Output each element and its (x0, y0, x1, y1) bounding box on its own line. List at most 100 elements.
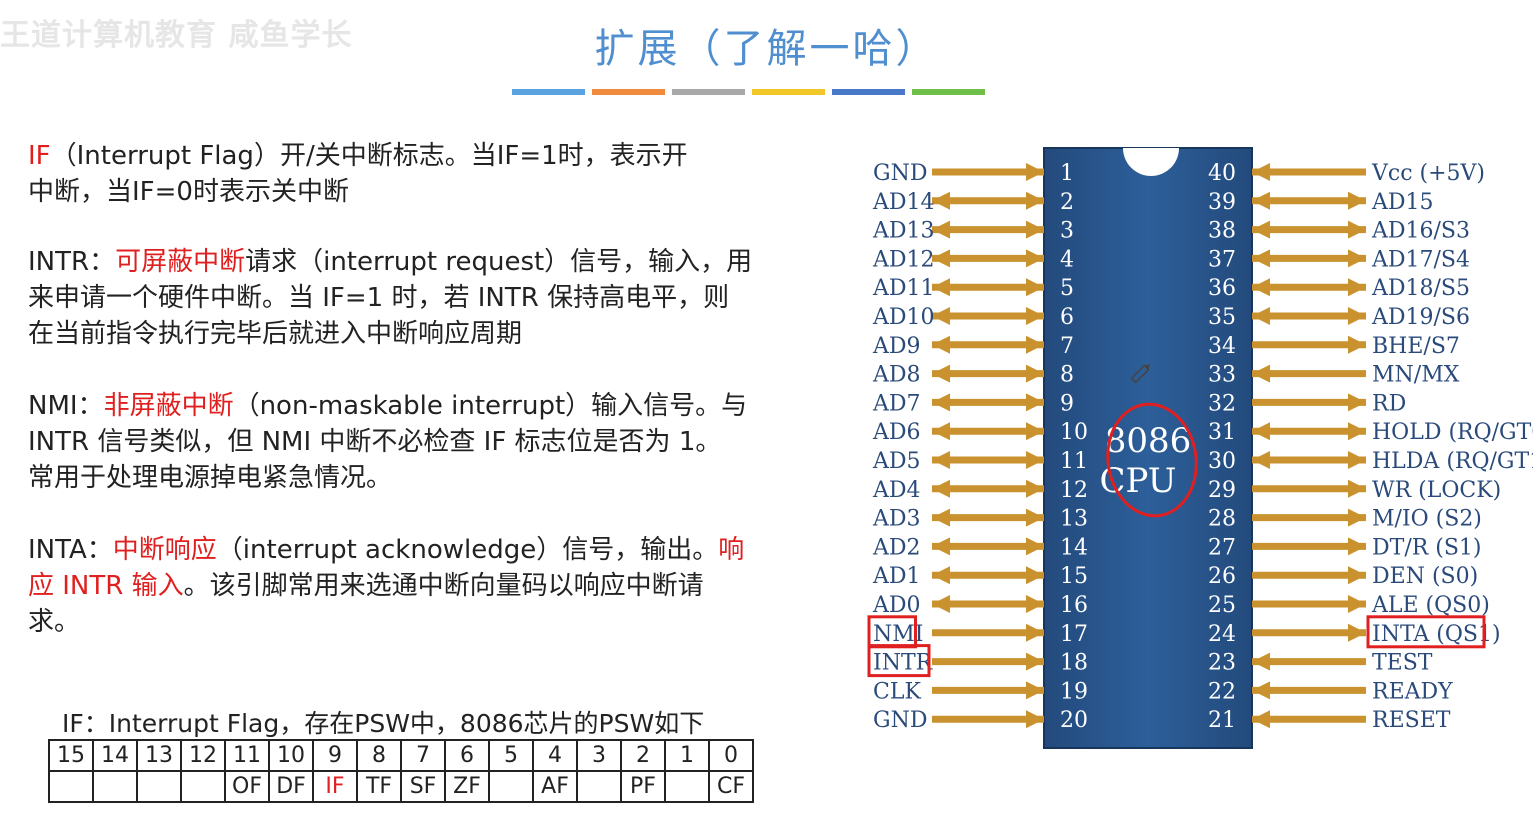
if-line1: （Interrupt Flag）开/关中断标志。当IF=1时，表示开 (50, 141, 688, 171)
inta-line1: （interrupt acknowledge）信号，输出。 (216, 535, 719, 565)
pin-label: AD0 (872, 593, 921, 618)
pin-number: 22 (1208, 679, 1236, 704)
pin-27: 27 DT/R (S1) (1208, 535, 1482, 560)
nmi-line3: 常用于处理电源掉电紧急情况。 (28, 463, 393, 493)
psw-flag-empty (48, 770, 94, 803)
psw-caption: IF：Interrupt Flag，存在PSW中，8086芯片的PSW如下 (62, 709, 705, 738)
psw-bit-9: 9 (312, 739, 358, 772)
nmi-line1: （non-maskable interrupt）输入信号。与 (233, 391, 748, 421)
pin-number: 2 (1060, 190, 1074, 215)
inta-red-a: 响 (718, 535, 745, 565)
psw-bit-8: 8 (356, 739, 402, 772)
psw-flag-empty (180, 770, 226, 803)
inta-prefix: INTA： (28, 535, 113, 565)
psw-bit-1: 1 (664, 739, 710, 772)
pin-label: AD17/S4 (1371, 247, 1470, 272)
inta-paragraph: INTA：中断响应（interrupt acknowledge）信号，输出。响 … (28, 532, 808, 640)
pin-number: 29 (1208, 478, 1236, 503)
pin-number: 31 (1208, 420, 1236, 445)
intr-prefix: INTR： (28, 247, 116, 277)
pin-label: AD7 (872, 391, 921, 416)
pin-label: AD3 (872, 507, 921, 532)
pin-label: AD4 (872, 478, 921, 503)
pin-label: AD16/S3 (1371, 219, 1470, 244)
pin-label: MN/MX (1372, 363, 1460, 388)
pin-label: INTA (QS1) (1372, 622, 1501, 647)
psw-bit-0: 0 (708, 739, 754, 772)
pin-number: 17 (1060, 622, 1088, 647)
pin-number: 1 (1060, 161, 1074, 186)
pin-label: AD1 (872, 564, 921, 589)
pin-label: AD9 (872, 334, 921, 359)
pin-38: 38 AD16/S3 (1208, 219, 1470, 244)
pin-label: DT/R (S1) (1372, 535, 1482, 560)
psw-flag-af: AF (532, 770, 578, 803)
color-bar-1 (592, 89, 665, 95)
pin-number: 20 (1060, 708, 1088, 733)
pin-number: 23 (1208, 651, 1236, 676)
psw-flag-if: IF (312, 770, 358, 803)
pin-highlight-box (1366, 615, 1486, 649)
pin-number: 18 (1060, 651, 1088, 676)
psw-bit-13: 13 (136, 739, 182, 772)
psw-flag-df: DF (268, 770, 314, 803)
psw-bit-6: 6 (444, 739, 490, 772)
psw-bit-4: 4 (532, 739, 578, 772)
pencil-icon (1130, 364, 1150, 384)
psw-flag-sf: SF (400, 770, 446, 803)
pin-number: 33 (1208, 363, 1236, 388)
pin-label: AD8 (872, 363, 921, 388)
pin-number: 24 (1208, 622, 1236, 647)
intr-term: 可屏蔽中断 (115, 247, 246, 277)
pin-number: 36 (1208, 276, 1236, 301)
pin-1: 1 GND (873, 161, 1074, 186)
color-bar-5 (912, 89, 985, 95)
pin-number: 26 (1208, 564, 1236, 589)
pin-number: 25 (1208, 593, 1236, 618)
psw-flag-empty (576, 770, 622, 803)
if-paragraph: IF（Interrupt Flag）开/关中断标志。当IF=1时，表示开 中断，… (28, 138, 808, 210)
pin-number: 27 (1208, 535, 1236, 560)
pin-number: 34 (1208, 334, 1236, 359)
pin-label: AD2 (872, 535, 921, 560)
pin-number: 13 (1060, 507, 1088, 532)
pin-33: 33 MN/MX (1208, 363, 1460, 388)
intr-line2: 来申请一个硬件中断。当 IF=1 时，若 INTR 保持高电平，则 (28, 283, 730, 313)
pin-number: 10 (1060, 420, 1088, 445)
psw-bit-2: 2 (620, 739, 666, 772)
pin-label: AD12 (872, 247, 935, 272)
psw-flag-empty (664, 770, 710, 803)
if-line2: 中断，当IF=0时表示关中断 (28, 177, 349, 207)
pin-number: 28 (1208, 507, 1236, 532)
pin-number: 38 (1208, 219, 1236, 244)
psw-bit-15: 15 (48, 739, 94, 772)
inta-red-b: 应 INTR 输入 (28, 571, 184, 601)
color-bar-0 (512, 89, 585, 95)
pin-label: AD13 (872, 219, 935, 244)
psw-bit-12: 12 (180, 739, 226, 772)
pin-label: GND (873, 161, 927, 186)
psw-flag-of: OF (224, 770, 270, 803)
pin-number: 32 (1208, 391, 1236, 416)
inta-line2: 。该引脚常用来选通中断向量码以响应中断请 (183, 571, 704, 601)
pin-number: 11 (1060, 449, 1088, 474)
color-bar-2 (672, 89, 745, 95)
